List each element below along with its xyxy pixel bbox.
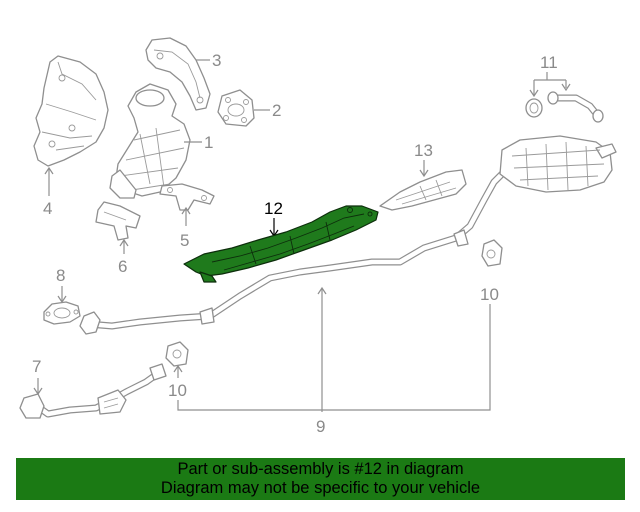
part-3-heat-shield[interactable] (145, 37, 211, 111)
leader-5-arrow (181, 206, 191, 215)
part-1-catalytic-converter[interactable] (109, 83, 191, 199)
callout-11: 11 (540, 53, 558, 72)
part-12-heat-shield-highlighted[interactable] (183, 205, 379, 283)
leader-6-arrow (119, 238, 129, 247)
leader-4-arrow (44, 166, 54, 175)
callout-8: 8 (56, 266, 65, 285)
part-13-heat-shield[interactable] (379, 169, 467, 211)
leader-10-left-arrow (173, 364, 183, 373)
leader-13-arrow (419, 169, 429, 178)
part-4-heat-shield[interactable] (33, 55, 109, 167)
part-10-hanger-right[interactable] (481, 239, 503, 267)
banner-line-disclaimer: Diagram may not be specific to your vehi… (160, 479, 481, 497)
callout-10-left: 10 (168, 381, 187, 400)
leader-9-bracket (177, 304, 491, 411)
part-10-hanger-left[interactable] (165, 341, 189, 367)
part-6-bracket[interactable] (95, 201, 141, 241)
callout-3: 3 (212, 51, 221, 70)
callout-7: 7 (32, 357, 41, 376)
leader-11 (533, 72, 567, 96)
part-2-gasket[interactable] (217, 89, 255, 127)
callout-5: 5 (180, 231, 189, 250)
callout-12: 12 (264, 199, 283, 218)
callout-13: 13 (414, 141, 433, 160)
leader-11-arrows (529, 83, 571, 98)
callout-9: 9 (316, 417, 325, 436)
leader-9-arrow (317, 286, 327, 295)
callout-1: 1 (204, 133, 213, 152)
part-8-gasket[interactable] (43, 301, 81, 325)
footer-banner: Part or sub-assembly is #12 in diagram D… (16, 458, 625, 500)
callout-2: 2 (272, 101, 281, 120)
muffler-assembly[interactable] (499, 135, 617, 193)
exhaust-parts-diagram: 4 3 2 1 5 6 8 (19, 37, 617, 436)
callout-6: 6 (118, 257, 127, 276)
part-11-tail-pipe[interactable] (525, 91, 604, 123)
part-7-front-pipe[interactable] (19, 363, 167, 419)
callout-4: 4 (43, 199, 52, 218)
part-9-intermediate-pipe[interactable] (79, 168, 508, 335)
callout-10-right: 10 (480, 285, 499, 304)
banner-line-part-info: Part or sub-assembly is #12 in diagram (177, 460, 464, 478)
part-5-bracket[interactable] (159, 183, 215, 211)
